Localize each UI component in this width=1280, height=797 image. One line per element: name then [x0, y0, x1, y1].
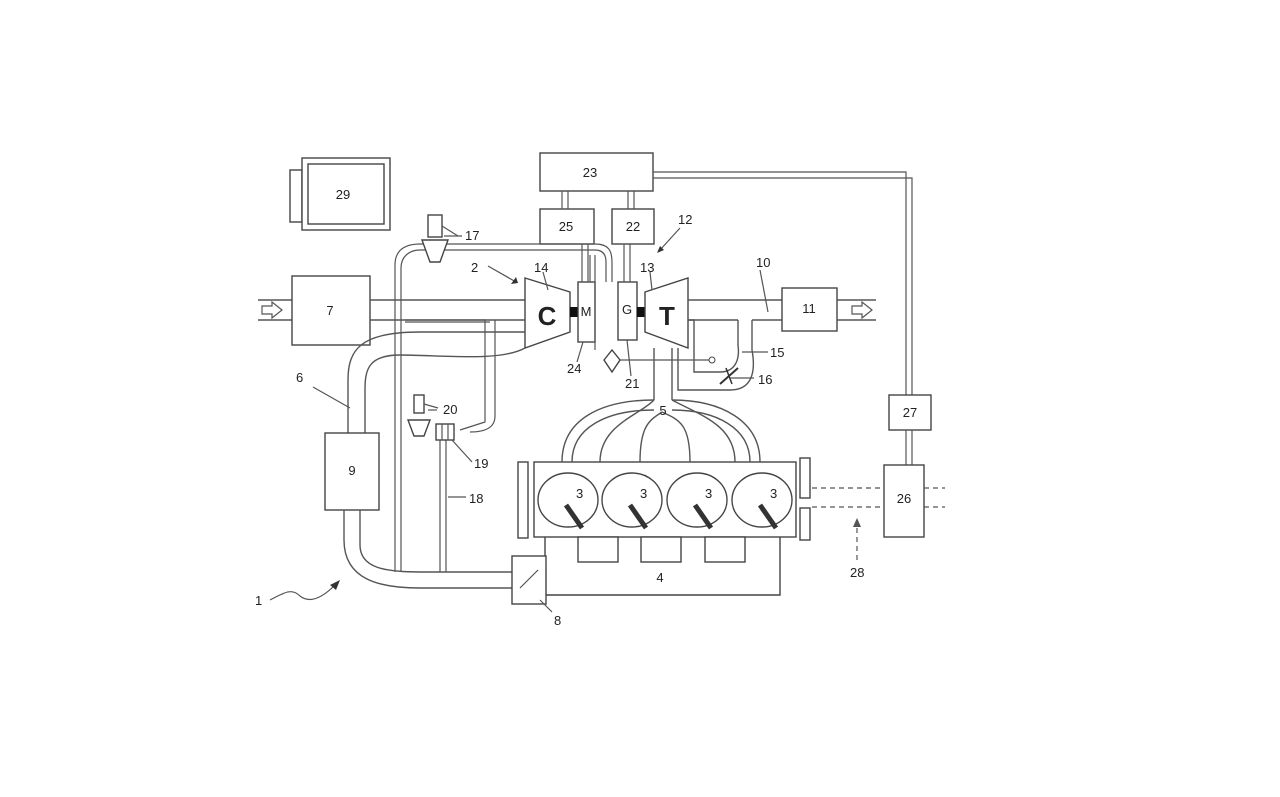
label-11: 11 — [802, 301, 816, 316]
label-26: 26 — [897, 491, 911, 506]
label-20: 20 — [443, 402, 457, 417]
label-5: 5 — [659, 403, 666, 418]
intake-manifold-5: 5 — [561, 348, 761, 463]
storage-23: 23 — [539, 152, 654, 192]
label-21: 21 — [625, 376, 639, 391]
compressor-14: C — [524, 277, 578, 349]
cylinders-3: 3 3 3 3 — [537, 472, 793, 530]
motor-letter: M — [581, 304, 592, 319]
exhaust-duct-10 — [688, 299, 782, 321]
label-18: 18 — [469, 491, 483, 506]
generator-letter: G — [622, 302, 632, 317]
machine-26: 26 — [883, 464, 925, 538]
generator-21: G — [617, 281, 645, 341]
converter-22: 22 — [611, 208, 655, 245]
label-2-visible: 2 — [471, 260, 478, 275]
label-25: 25 — [559, 219, 573, 234]
label-29: 29 — [336, 187, 350, 202]
label-3d: 3 — [770, 486, 777, 501]
injector-icon — [563, 503, 779, 530]
converter-25: 25 — [539, 208, 595, 245]
bypass-duct-15 — [620, 319, 755, 391]
label-28: 28 — [850, 565, 864, 580]
valve-19 — [435, 423, 455, 441]
label-16: 16 — [758, 372, 772, 387]
drive-shaft-28 — [812, 487, 945, 560]
motor-24: M — [577, 281, 596, 343]
label-14: 14 — [534, 260, 548, 275]
actuator-icon — [589, 255, 621, 374]
electrical-links — [561, 171, 913, 395]
compressor-letter: C — [538, 301, 557, 331]
control-unit-29: 29 — [289, 157, 391, 231]
label-23: 23 — [583, 165, 597, 180]
label-6: 6 — [296, 370, 303, 385]
label-17: 17 — [465, 228, 479, 243]
exhaust-outlet-arrow — [837, 299, 876, 321]
label-15: 15 — [770, 345, 784, 360]
label-1: 1 — [255, 593, 262, 608]
label-3c: 3 — [705, 486, 712, 501]
label-3b: 3 — [640, 486, 647, 501]
duct-to-throttle — [343, 510, 512, 589]
label-13: 13 — [640, 260, 654, 275]
valve-20 — [406, 394, 439, 437]
reference-numerals: 1 14 6 8 10 12 13 14 15 16 17 18 19 20 2… — [255, 212, 864, 628]
converter-27: 27 — [888, 394, 932, 465]
air-filter-7: 7 — [291, 275, 371, 346]
recirculation-lines — [394, 243, 613, 572]
label-9: 9 — [348, 463, 355, 478]
label-27: 27 — [903, 405, 917, 420]
throttle-8 — [511, 555, 547, 605]
turbine-letter: T — [659, 301, 675, 331]
label-3a: 3 — [576, 486, 583, 501]
label-10: 10 — [756, 255, 770, 270]
label-8: 8 — [554, 613, 561, 628]
intake-pipe-to-compressor — [370, 299, 525, 321]
turbine-13: T — [644, 277, 689, 350]
catalyst-11: 11 — [781, 287, 838, 332]
label-19: 19 — [474, 456, 488, 471]
intercooler-9: 9 — [324, 432, 380, 511]
label-24: 24 — [567, 361, 581, 376]
leader-lines — [269, 227, 769, 613]
wastegate-valve-icon — [719, 367, 739, 385]
intake-duct-6 — [347, 331, 526, 433]
label-12: 12 — [678, 212, 692, 227]
label-22: 22 — [626, 219, 640, 234]
valve-17 — [421, 214, 459, 263]
label-4: 4 — [656, 570, 663, 585]
air-inlet-arrow — [258, 299, 292, 321]
label-7: 7 — [326, 303, 333, 318]
